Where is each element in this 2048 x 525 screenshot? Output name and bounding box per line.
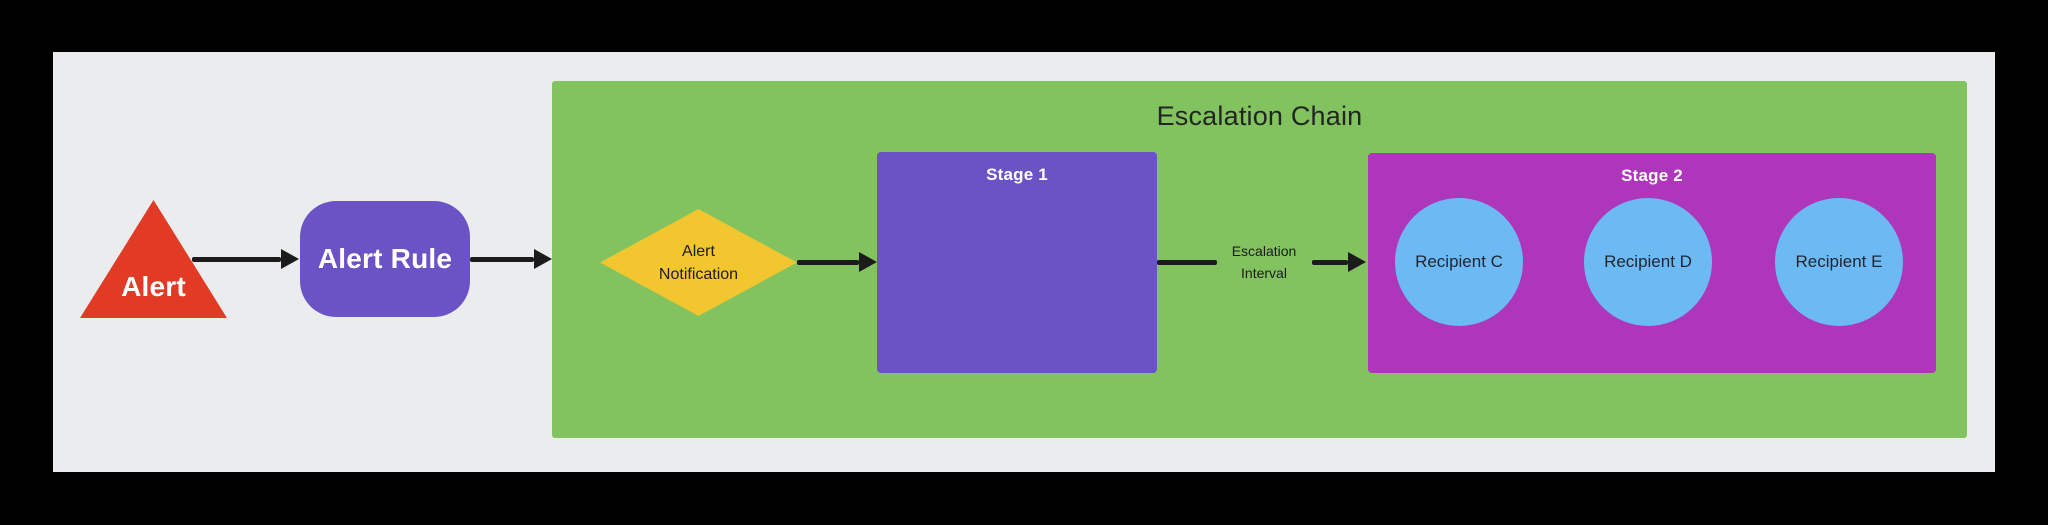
alert-notification-node: Alert Notification bbox=[600, 209, 797, 316]
arrow-alert-to-rule-head bbox=[281, 249, 299, 269]
diagram-panel: Alert Alert Rule Escalation Chain Alert … bbox=[53, 52, 1995, 472]
recipient-e-node: Recipient E bbox=[1775, 198, 1903, 326]
arrow-notification-to-stage1-head bbox=[859, 252, 877, 272]
recipient-e-label: Recipient E bbox=[1795, 252, 1883, 271]
escalation-interval-label: Escalation Interval bbox=[1215, 240, 1313, 284]
arrow-escalation-interval-head bbox=[1348, 252, 1366, 272]
alert-notification-label: Alert Notification bbox=[659, 240, 738, 286]
arrow-rule-to-chain-line bbox=[470, 257, 534, 262]
alert-rule-node: Alert Rule bbox=[300, 201, 470, 317]
stage1-label: Stage 1 bbox=[986, 165, 1048, 184]
stage2-label: Stage 2 bbox=[1621, 166, 1683, 185]
alert-notification-label-line2: Notification bbox=[658, 265, 739, 283]
alert-node-label: Alert bbox=[121, 271, 186, 302]
alert-notification-label-line1: Alert bbox=[682, 242, 715, 260]
arrow-rule-to-chain-head bbox=[534, 249, 552, 269]
arrow-notification-to-stage1-line bbox=[797, 260, 859, 265]
recipient-d-node: Recipient D bbox=[1584, 198, 1712, 326]
escalation-interval-label-line1: Escalation bbox=[1231, 243, 1297, 259]
stage1-node: Stage 1 bbox=[877, 152, 1157, 373]
escalation-chain-title: Escalation Chain bbox=[1156, 101, 1363, 131]
recipient-c-node: Recipient C bbox=[1395, 198, 1523, 326]
arrow-escalation-interval-line-left bbox=[1157, 260, 1217, 265]
recipient-c-label: Recipient C bbox=[1415, 252, 1503, 271]
escalation-interval-label-line2: Interval bbox=[1241, 265, 1287, 281]
arrow-escalation-interval-line-right bbox=[1312, 260, 1348, 265]
recipient-d-label: Recipient D bbox=[1604, 252, 1692, 271]
alert-rule-node-label: Alert Rule bbox=[317, 243, 453, 274]
escalation-chain-container: Escalation Chain Alert Notification Stag… bbox=[552, 81, 1967, 438]
arrow-alert-to-rule-line bbox=[192, 257, 281, 262]
stage2-node: Stage 2 Recipient C Recipient D Recipien… bbox=[1368, 153, 1936, 373]
